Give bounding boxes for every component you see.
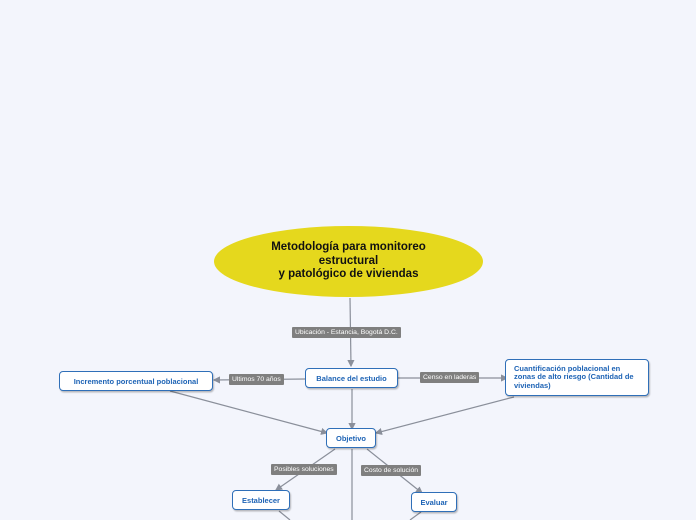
node-evaluar[interactable]: Evaluar [411, 492, 457, 512]
label-censo: Censo en laderas [420, 372, 480, 383]
connector-establecer-down [278, 510, 291, 520]
label-ultimos: Ultimos 70 años [229, 374, 284, 385]
node-balance-label: Balance del estudio [316, 373, 387, 383]
label-posibles: Posibles soluciones [271, 464, 337, 475]
connector-cuantificacion-objetivo [374, 396, 515, 435]
label-ubicacion: Ubicación - Estancia, Bogotá D.C. [292, 327, 401, 338]
node-balance[interactable]: Balance del estudio [305, 368, 398, 388]
node-cuantificacion[interactable]: Cuantificación poblacional en zonas de a… [505, 359, 649, 396]
central-topic-title: Metodología para monitoreo estructural y… [271, 241, 426, 281]
node-evaluar-label: Evaluar [420, 497, 448, 507]
node-objetivo-label: Objetivo [335, 433, 366, 443]
central-topic[interactable]: Metodología para monitoreo estructural y… [214, 226, 483, 297]
node-objetivo[interactable]: Objetivo [326, 428, 376, 448]
node-incremento[interactable]: Incremento porcentual poblacional [59, 371, 213, 391]
node-establecer[interactable]: Establecer [232, 490, 290, 510]
node-cuantificacion-label: Cuantificación poblacional en zonas de a… [514, 363, 634, 390]
connector-evaluar-down [409, 511, 422, 520]
connector-incremento-objetivo [169, 390, 329, 435]
label-costo: Costo de solución [361, 465, 422, 476]
node-establecer-label: Establecer [242, 495, 280, 505]
node-incremento-label: Incremento porcentual poblacional [73, 376, 199, 386]
